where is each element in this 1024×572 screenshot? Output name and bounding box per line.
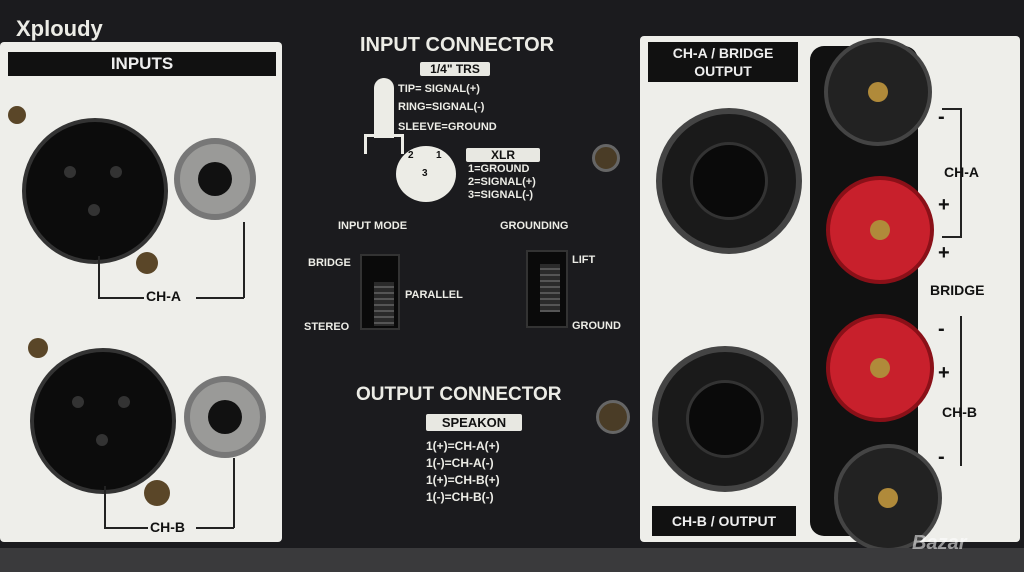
xlr-pin (110, 166, 122, 178)
xlr-pin-desc: 2=SIGNAL(+) (468, 176, 536, 188)
xlr-pin-desc: 3=SIGNAL(-) (468, 189, 534, 201)
sign-label: - (938, 106, 945, 128)
watermark-bazar: Bazar (912, 532, 967, 554)
output-panel: CH-A / BRIDGE OUTPUT CH-B / OUTPUT - + +… (640, 36, 1020, 552)
trs-pin: RING=SIGNAL(-) (398, 101, 485, 113)
grounding-title: GROUNDING (500, 220, 569, 232)
sign-label: - (938, 446, 945, 468)
binding-post-ch-a-negative[interactable] (824, 38, 932, 146)
xlr-pin-list: 1=GROUND 2=SIGNAL(+) 3=SIGNAL(-) (468, 163, 536, 202)
xlr-pin (118, 396, 130, 408)
surface (0, 548, 1024, 572)
input-connector-title: INPUT CONNECTOR (360, 34, 555, 56)
xlr-pin-number: 2 (408, 150, 414, 161)
speakon-core (690, 142, 768, 220)
speakon-core (686, 380, 764, 458)
xlr-pin (88, 204, 100, 216)
xlr-pin-number: 1 (436, 150, 442, 161)
xlr-input-ch-a[interactable] (22, 118, 168, 264)
grounding-lift: LIFT (572, 254, 596, 266)
speakon-pin: 1(+)=CH-A(+) (426, 439, 500, 453)
xlr-diagram-icon: 2 1 3 (396, 146, 456, 202)
binding-post-ch-b-positive[interactable] (826, 314, 934, 422)
sign-label: + (938, 242, 950, 264)
post-terminal (878, 488, 898, 508)
ch-b-output-label: CH-B / OUTPUT (652, 506, 796, 536)
screw-icon (596, 400, 630, 434)
jack-hole (208, 400, 242, 434)
xlr-pin-desc: 1=GROUND (468, 163, 530, 175)
trs-pin: SLEEVE=GROUND (398, 121, 497, 133)
inputs-title: INPUTS (8, 52, 276, 76)
screw-icon (144, 480, 170, 506)
label-line: CH-A / BRIDGE (672, 45, 774, 61)
label-line: OUTPUT (694, 63, 752, 79)
xlr-pin-number: 3 (422, 168, 428, 179)
speakon-pin: 1(+)=CH-B(+) (426, 473, 500, 487)
speakon-pin-list: 1(+)=CH-A(+) 1(-)=CH-A(-) 1(+)=CH-B(+) 1… (426, 438, 500, 506)
input-mode-switch[interactable] (360, 254, 400, 330)
xlr-input-ch-b[interactable] (30, 348, 176, 494)
xlr-pin (64, 166, 76, 178)
trs-title: 1/4" TRS (420, 62, 490, 76)
trs-plug-body (364, 134, 404, 154)
grounding-switch[interactable] (526, 250, 568, 328)
post-terminal (868, 82, 888, 102)
input-mode-parallel: PARALLEL (405, 289, 463, 301)
input-mode-title: INPUT MODE (338, 220, 408, 232)
screw-icon (28, 338, 48, 358)
screw-icon (136, 252, 158, 274)
sign-label: - (938, 318, 945, 340)
ch-a-input-label: CH-A (146, 288, 181, 304)
watermark-xploudy: Xploudy (16, 16, 103, 41)
switch-slider[interactable] (540, 264, 560, 312)
xlr-pin (96, 434, 108, 446)
ch-b-input-label: CH-B (150, 519, 185, 535)
input-mode-bridge: BRIDGE (308, 257, 351, 269)
trs-plug-icon (374, 78, 394, 138)
speakon-output-ch-a[interactable] (656, 108, 802, 254)
inputs-panel: INPUTS CH-A CH-B (0, 42, 282, 542)
binding-post-ch-a-positive[interactable] (826, 176, 934, 284)
trs-jack-input-ch-b[interactable] (184, 376, 266, 458)
sign-label: + (938, 194, 950, 216)
grounding-ground: GROUND (572, 320, 621, 332)
switch-slider[interactable] (374, 282, 394, 326)
speakon-title: SPEAKON (426, 414, 522, 431)
xlr-title: XLR (466, 148, 540, 162)
screw-icon (8, 106, 26, 124)
speakon-pin: 1(-)=CH-B(-) (426, 490, 494, 504)
output-connector-title: OUTPUT CONNECTOR (356, 384, 562, 405)
post-terminal (870, 358, 890, 378)
trs-jack-input-ch-a[interactable] (174, 138, 256, 220)
input-mode-stereo: STEREO (304, 321, 350, 333)
ch-a-bridge-output-label: CH-A / BRIDGE OUTPUT (648, 42, 798, 82)
jack-hole (198, 162, 232, 196)
xlr-pin (72, 396, 84, 408)
trs-pin-list: TIP= SIGNAL(+) RING=SIGNAL(-) SLEEVE=GRO… (398, 80, 497, 136)
ch-a-output-label: CH-A (944, 164, 979, 180)
speakon-pin: 1(-)=CH-A(-) (426, 456, 494, 470)
speakon-output-ch-b[interactable] (652, 346, 798, 492)
bridge-output-label: BRIDGE (930, 282, 985, 298)
post-terminal (870, 220, 890, 240)
sign-label: + (938, 362, 950, 384)
binding-post-ch-b-negative[interactable] (834, 444, 942, 552)
trs-pin: TIP= SIGNAL(+) (398, 83, 480, 95)
ch-b-output-label-side: CH-B (942, 404, 977, 420)
screw-icon (592, 144, 620, 172)
